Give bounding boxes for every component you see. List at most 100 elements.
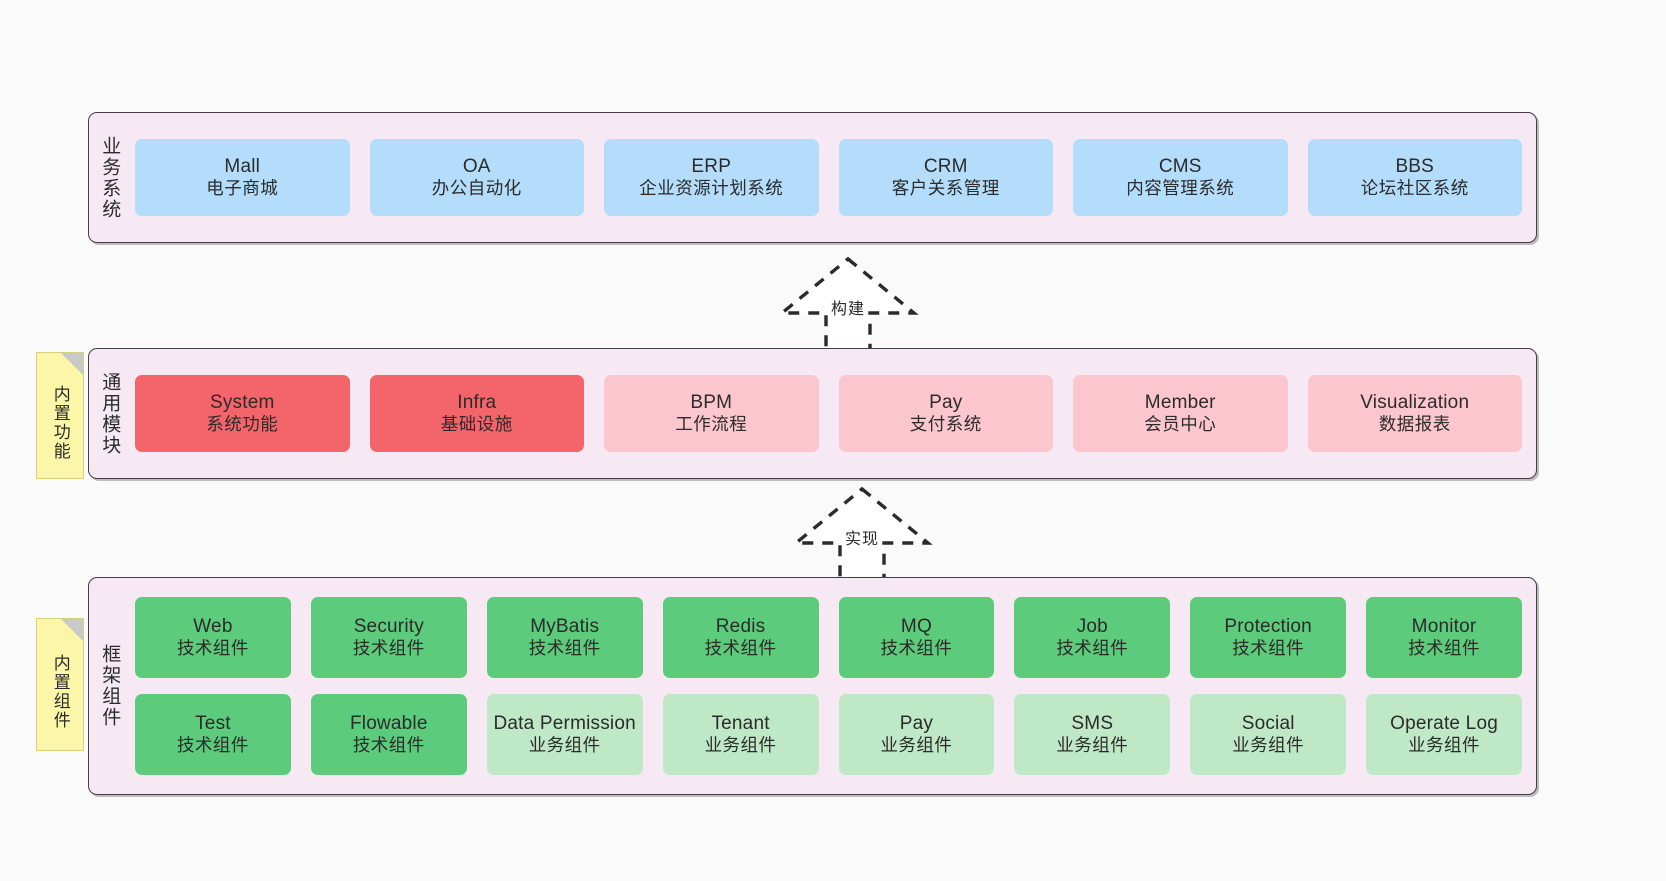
card-bbs[interactable]: BBS 论坛社区系统 (1307, 139, 1522, 216)
note-builtin-component: 内置组件 (36, 618, 84, 751)
card-title: Redis (715, 615, 766, 637)
card-title: BPM (690, 391, 733, 413)
card-title: Job (1076, 615, 1108, 637)
card-subtitle: 数据报表 (1378, 414, 1451, 435)
card-cms[interactable]: CMS 内容管理系统 (1073, 139, 1288, 216)
card-subtitle: 企业资源计划系统 (639, 178, 784, 199)
card-subtitle: 办公自动化 (431, 178, 522, 199)
layer-title-business-system: 业务系统 (99, 135, 121, 220)
card-title: ERP (691, 155, 732, 177)
card-subtitle: 论坛社区系统 (1360, 178, 1469, 199)
layer-body-framework-components: Web 技术组件 Security 技术组件 MyBatis 技术组件 Redi… (129, 578, 1536, 794)
card-oa[interactable]: OA 办公自动化 (369, 139, 584, 216)
card-subtitle: 技术组件 (704, 638, 777, 659)
layer-framework-components: 框架组件 Web 技术组件 Security 技术组件 MyBatis 技术组件… (88, 577, 1537, 795)
card-infra[interactable]: Infra 基础设施 (369, 375, 584, 452)
note-label: 内置组件 (50, 653, 70, 730)
card-title: Tenant (711, 712, 770, 734)
card-tenant[interactable]: Tenant 业务组件 (662, 694, 819, 775)
card-title: Visualization (1360, 391, 1470, 413)
card-social[interactable]: Social 业务组件 (1190, 694, 1347, 775)
card-sms[interactable]: SMS 业务组件 (1014, 694, 1171, 775)
layer-title-framework-components: 框架组件 (99, 644, 121, 728)
card-title: Infra (457, 391, 497, 413)
card-subtitle: 客户关系管理 (891, 178, 1000, 199)
card-subtitle: 技术组件 (1056, 638, 1129, 659)
card-title: Member (1144, 391, 1216, 413)
card-row: Web 技术组件 Security 技术组件 MyBatis 技术组件 Redi… (135, 597, 1522, 678)
card-title: Security (353, 615, 424, 637)
card-redis[interactable]: Redis 技术组件 (662, 597, 819, 678)
card-subtitle: 支付系统 (909, 414, 982, 435)
card-subtitle: 业务组件 (1408, 735, 1481, 756)
card-row: System 系统功能 Infra 基础设施 BPM 工作流程 Pay 支付系统… (135, 375, 1522, 452)
card-subtitle: 业务组件 (528, 735, 601, 756)
card-pay-biz[interactable]: Pay 业务组件 (838, 694, 995, 775)
card-member[interactable]: Member 会员中心 (1073, 375, 1288, 452)
card-title: System (209, 391, 275, 413)
card-title: Data Permission (493, 712, 636, 734)
card-web[interactable]: Web 技术组件 (135, 597, 291, 678)
card-flowable[interactable]: Flowable 技术组件 (310, 694, 467, 775)
card-subtitle: 业务组件 (704, 735, 777, 756)
card-subtitle: 工作流程 (675, 414, 748, 435)
card-subtitle: 技术组件 (880, 638, 953, 659)
card-subtitle: 内容管理系统 (1126, 178, 1235, 199)
card-system[interactable]: System 系统功能 (135, 375, 350, 452)
card-bpm[interactable]: BPM 工作流程 (604, 375, 819, 452)
card-test[interactable]: Test 技术组件 (135, 694, 291, 775)
card-erp[interactable]: ERP 企业资源计划系统 (604, 139, 819, 216)
card-mall[interactable]: Mall 电子商城 (135, 139, 350, 216)
card-subtitle: 技术组件 (352, 638, 425, 659)
card-subtitle: 系统功能 (206, 414, 279, 435)
card-subtitle: 业务组件 (1232, 735, 1305, 756)
card-title: Web (193, 615, 233, 637)
card-title: Monitor (1411, 615, 1477, 637)
card-title: Operate Log (1390, 712, 1498, 734)
note-fold-corner-icon (61, 619, 83, 641)
arrow-build: 构建 (758, 253, 938, 353)
card-title: Mall (224, 155, 261, 177)
card-monitor[interactable]: Monitor 技术组件 (1366, 597, 1522, 678)
card-protection[interactable]: Protection 技术组件 (1190, 597, 1347, 678)
card-subtitle: 业务组件 (880, 735, 953, 756)
card-subtitle: 基础设施 (440, 414, 513, 435)
arrow-label: 实现 (844, 531, 879, 548)
card-title: BBS (1395, 155, 1435, 177)
card-job[interactable]: Job 技术组件 (1014, 597, 1171, 678)
card-row: Test 技术组件 Flowable 技术组件 Data Permission … (135, 694, 1522, 775)
card-title: Flowable (349, 712, 428, 734)
card-row: Mall 电子商城 OA 办公自动化 ERP 企业资源计划系统 CRM 客户关系… (135, 139, 1522, 216)
card-title: CMS (1158, 155, 1202, 177)
card-pay[interactable]: Pay 支付系统 (838, 375, 1053, 452)
card-mq[interactable]: MQ 技术组件 (838, 597, 995, 678)
arrow-implement: 实现 (772, 483, 952, 583)
card-subtitle: 技术组件 (176, 638, 249, 659)
card-data-permission[interactable]: Data Permission 业务组件 (486, 694, 643, 775)
card-subtitle: 技术组件 (528, 638, 601, 659)
card-title: MyBatis (530, 615, 600, 637)
layer-common-modules: 通用模块 System 系统功能 Infra 基础设施 BPM 工作流程 Pay… (88, 348, 1537, 479)
card-security[interactable]: Security 技术组件 (310, 597, 467, 678)
card-subtitle: 会员中心 (1144, 414, 1217, 435)
card-title: Protection (1224, 615, 1312, 637)
layer-body-common-modules: System 系统功能 Infra 基础设施 BPM 工作流程 Pay 支付系统… (129, 349, 1536, 478)
card-mybatis[interactable]: MyBatis 技术组件 (486, 597, 643, 678)
card-title: Social (1241, 712, 1295, 734)
card-subtitle: 技术组件 (1232, 638, 1305, 659)
card-visualization[interactable]: Visualization 数据报表 (1307, 375, 1522, 452)
card-subtitle: 技术组件 (352, 735, 425, 756)
layer-title-common-modules: 通用模块 (99, 371, 121, 456)
card-subtitle: 技术组件 (1408, 638, 1481, 659)
layer-body-business-system: Mall 电子商城 OA 办公自动化 ERP 企业资源计划系统 CRM 客户关系… (129, 113, 1536, 242)
card-operate-log[interactable]: Operate Log 业务组件 (1366, 694, 1522, 775)
layer-business-system: 业务系统 Mall 电子商城 OA 办公自动化 ERP 企业资源计划系统 CRM… (88, 112, 1537, 243)
note-fold-corner-icon (61, 353, 83, 375)
card-title: MQ (900, 615, 932, 637)
card-subtitle: 电子商城 (206, 178, 279, 199)
card-crm[interactable]: CRM 客户关系管理 (838, 139, 1053, 216)
card-title: OA (462, 155, 491, 177)
card-title: Pay (929, 391, 963, 413)
dashed-hollow-arrow-up-icon (777, 256, 919, 353)
